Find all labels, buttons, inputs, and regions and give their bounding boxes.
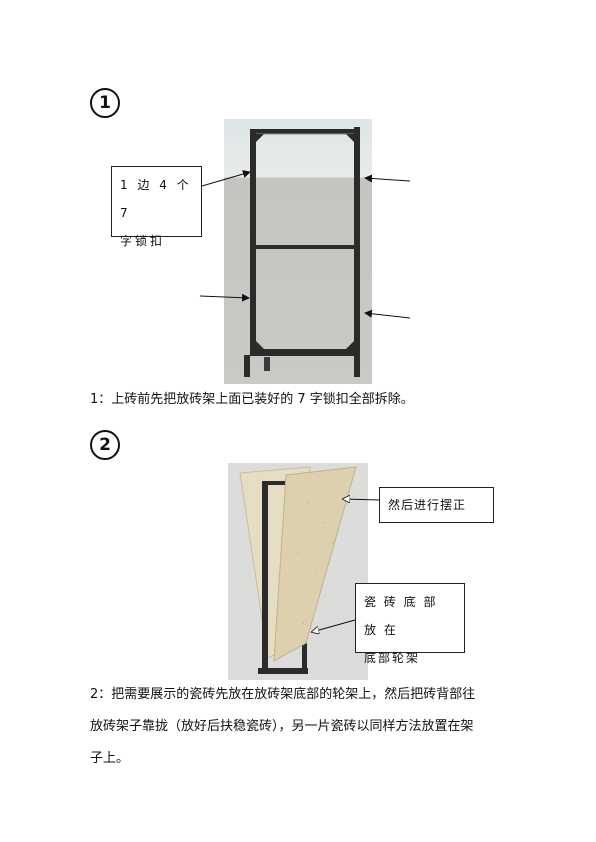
tile-speckle: [293, 492, 334, 625]
callout-line: 字锁扣: [120, 234, 166, 248]
tile-rack-frame: [244, 127, 360, 377]
caption-line: 子上。: [90, 751, 130, 766]
arrow-icon: [364, 309, 411, 319]
caption-line: 2：把需要展示的瓷砖先放在放砖架底部的轮架上，然后把砖背部往: [90, 687, 476, 702]
arrow-icon: [199, 293, 250, 302]
step-2-number: 2: [90, 430, 120, 460]
caption-line: 放砖架子靠拢（放好后扶稳瓷砖），另一片瓷砖以同样方法放置在架: [90, 719, 474, 734]
step-1-number: 1: [90, 88, 120, 118]
rack-post: [262, 481, 268, 673]
step-1-caption: 1：上砖前先把放砖架上面已装好的 7 字锁扣全部拆除。: [90, 392, 414, 407]
arrow-icon: [364, 174, 411, 183]
callout-line: 1 边 4 个 7: [120, 178, 192, 220]
step-1-callout: 1 边 4 个 7 字锁扣: [111, 166, 202, 248]
callout-line: 瓷 砖 底 部 放 在: [364, 595, 438, 637]
front-tile: [273, 466, 357, 662]
step-2-caption: 2：把需要展示的瓷砖先放在放砖架底部的轮架上，然后把砖背部往 放砖架子靠拢（放好…: [90, 679, 540, 775]
step-1-figure: [224, 119, 372, 384]
arrow-icon: [201, 170, 251, 187]
figure-background: [224, 119, 372, 384]
arrow-icon: [343, 499, 381, 500]
step-2-callout-bottom: 瓷 砖 底 部 放 在 底部轮架: [355, 583, 465, 665]
callout-line: 然后进行摆正: [388, 498, 467, 512]
callout-line: 底部轮架: [364, 651, 421, 665]
step-2-callout-top: 然后进行摆正: [379, 487, 494, 523]
arrow-icon: [312, 619, 356, 632]
